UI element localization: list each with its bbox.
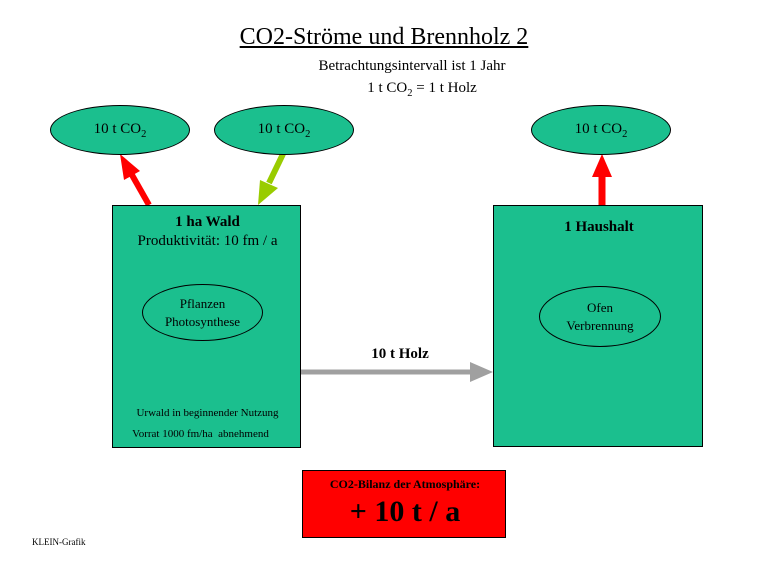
co2-ellipse-middle: 10 t CO2	[214, 105, 354, 155]
emission-arrow-wald	[120, 154, 152, 207]
forest-box: 1 ha Wald Produktivität: 10 fm / a Pflan…	[112, 205, 301, 448]
page-title: CO2-Ströme und Brennholz 2	[239, 24, 529, 50]
wood-flow-label: 10 t Holz	[371, 346, 429, 362]
co2-balance-value: + 10 t / a	[349, 495, 461, 528]
combustion-ellipse: Ofen Verbrennung	[539, 286, 661, 347]
forest-productivity: Produktivität: 10 fm / a	[137, 233, 278, 249]
photosynthesis-ellipse: Pflanzen Photosynthese	[142, 284, 263, 341]
wood-flow-arrow	[301, 362, 493, 382]
co2-ellipse-left: 10 t CO2	[50, 105, 190, 155]
credit-label: KLEIN-Grafik	[32, 537, 86, 547]
household-title: 1 Haushalt	[564, 219, 634, 235]
emission-arrow-haushalt	[592, 154, 612, 205]
household-box: 1 Haushalt Ofen Verbrennung	[493, 205, 703, 447]
process-label: Photosynthese	[164, 313, 241, 329]
co2-balance-label: CO2-Bilanz der Atmosphäre:	[329, 477, 481, 491]
co2-balance-box: CO2-Bilanz der Atmosphäre: + 10 t / a	[302, 470, 506, 538]
uptake-arrow-wald	[258, 152, 286, 205]
process-label: Verbrennung	[566, 317, 634, 333]
co2-ellipse-right: 10 t CO2	[531, 105, 671, 155]
forest-title: 1 ha Wald	[175, 214, 240, 230]
unit-equation: 1 t CO2 = 1 t Holz	[367, 80, 477, 99]
process-label: Ofen	[587, 299, 613, 315]
process-label: Pflanzen	[179, 295, 226, 311]
forest-note-usage: Urwald in beginnender Nutzung	[136, 407, 279, 419]
subtitle: Betrachtungsintervall ist 1 Jahr	[318, 58, 506, 74]
forest-note-stock: Vorrat 1000 fm/ha abnehmend	[132, 428, 269, 440]
